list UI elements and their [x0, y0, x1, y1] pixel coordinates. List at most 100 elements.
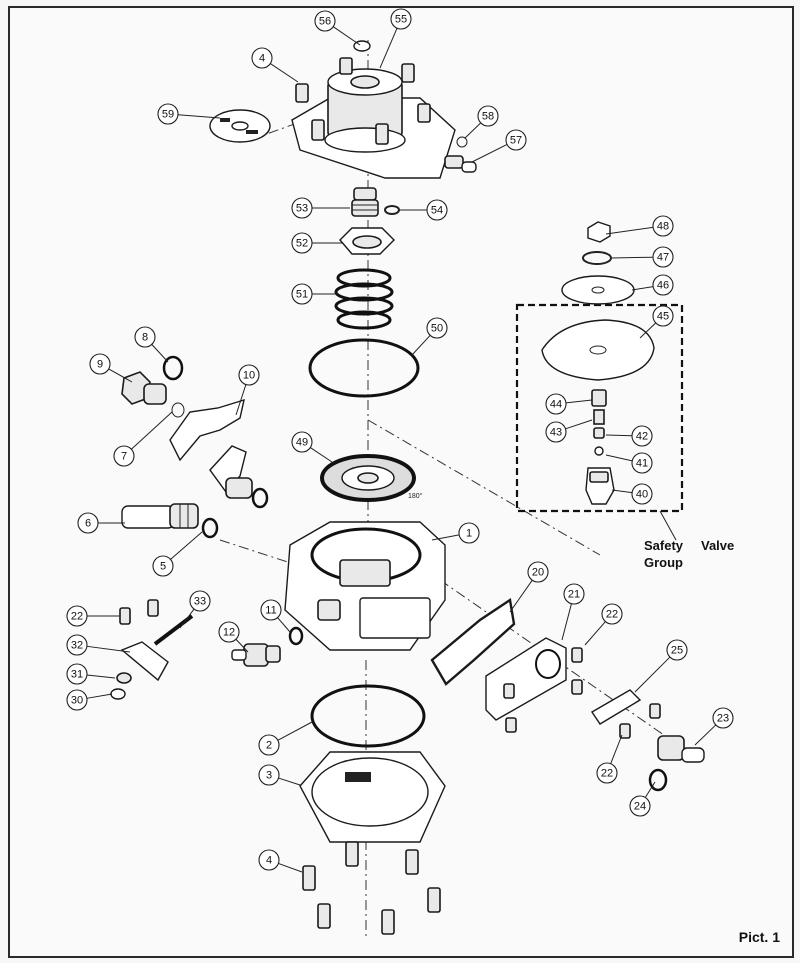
callout-49: 49: [291, 431, 333, 463]
callout-leader: [561, 603, 572, 641]
callout-8: 8: [134, 326, 169, 363]
callout-4: 4: [251, 47, 299, 83]
callout-number: 9: [97, 359, 103, 371]
callout-number: 25: [671, 645, 683, 657]
callout-number: 44: [550, 399, 562, 411]
callout-circle: [631, 425, 653, 447]
callout-24: 24: [629, 781, 656, 817]
callout-circle: [631, 483, 653, 505]
callout-55: 55: [379, 8, 412, 69]
callout-number: 54: [431, 205, 443, 217]
part-10-gasket: [169, 398, 245, 462]
callout-number: 5: [160, 561, 166, 573]
callout-leader: [639, 322, 657, 339]
part-30-washer: [110, 688, 126, 700]
screw-22-flange-c: [571, 647, 583, 663]
callout-leader: [270, 63, 299, 83]
screw-22-flange-d: [571, 679, 583, 695]
part-44-nut: [591, 389, 607, 407]
axis-safety-group: [367, 419, 601, 556]
part-32-bracket: [120, 641, 169, 682]
callout-circle: [258, 734, 280, 756]
callout-leader: [278, 777, 301, 786]
callout-leader: [610, 734, 623, 764]
callout-6: 6: [77, 512, 125, 534]
part-8-seal: [162, 355, 184, 381]
callout-circle: [652, 215, 674, 237]
callout-58: 58: [464, 105, 499, 139]
callout-59: 59: [157, 103, 221, 125]
callout-number: 42: [636, 431, 648, 443]
callout-circle: [601, 603, 623, 625]
callout-33: 33: [179, 590, 211, 629]
callout-3: 3: [258, 764, 301, 786]
callout-number: 20: [532, 567, 544, 579]
callout-9: 9: [89, 353, 133, 383]
callout-43: 43: [545, 419, 593, 443]
part-6-fitting: [121, 503, 199, 529]
callout-leader: [278, 862, 303, 873]
callout-circle: [291, 283, 313, 305]
callout-circle: [134, 326, 156, 348]
safety-label-word-safety: Safety: [644, 538, 684, 553]
callout-20: 20: [509, 561, 549, 613]
callout-leader: [379, 27, 398, 69]
callout-leader: [431, 534, 460, 541]
callout-number: 50: [431, 323, 443, 335]
callout-circle: [260, 599, 282, 621]
callout-leader: [631, 286, 654, 291]
callout-41: 41: [605, 452, 653, 474]
callout-circle: [314, 10, 336, 32]
callout-leader: [277, 721, 313, 741]
callout-leader: [611, 489, 633, 494]
callout-circle: [652, 246, 674, 268]
callout-number: 57: [510, 135, 522, 147]
part-53-fitting: [351, 187, 379, 217]
callout-leader: [170, 531, 203, 560]
callout-leader: [332, 26, 361, 46]
screw-22-lower: [619, 723, 631, 739]
callout-leader: [179, 608, 195, 629]
callout-circle: [157, 103, 179, 125]
callout-leader: [605, 226, 654, 235]
callout-12: 12: [218, 621, 249, 653]
callout-number: 58: [482, 111, 494, 123]
callout-circle: [66, 605, 88, 627]
callout-circle: [66, 663, 88, 685]
part-5-seal: [201, 517, 219, 539]
screws-4-bottom: [302, 841, 441, 935]
part-21-flange: [485, 637, 567, 721]
callout-leader: [565, 419, 593, 430]
part-47-washer: [582, 251, 612, 265]
callout-number: 22: [606, 609, 618, 621]
callout-leader: [611, 256, 654, 259]
callout-44: 44: [545, 393, 593, 415]
callout-circle: [426, 199, 448, 221]
callout-circle: [113, 445, 135, 467]
part-2-o-ring: [310, 684, 426, 748]
callout-circle: [666, 639, 688, 661]
callout-leader: [644, 781, 656, 798]
callout-number: 31: [71, 669, 83, 681]
screw-22-flange-a: [503, 683, 515, 699]
callout-45: 45: [639, 305, 674, 339]
callout-number: 11: [265, 605, 276, 617]
callout-30: 30: [66, 689, 113, 711]
callout-number: 2: [266, 740, 272, 752]
callout-number: 52: [296, 238, 308, 250]
callout-circle: [291, 232, 313, 254]
callout-leader: [565, 399, 593, 404]
callout-54: 54: [398, 199, 448, 221]
callout-circle: [596, 762, 618, 784]
part-3-cover: [299, 751, 446, 843]
callout-number: 6: [85, 518, 91, 530]
part-45-disc: [541, 319, 655, 381]
callout-leader: [471, 144, 508, 163]
callout-circle: [66, 689, 88, 711]
callout-10: 10: [235, 364, 260, 416]
callout-circle: [545, 421, 567, 443]
callout-circle: [458, 522, 480, 544]
safety-label-word-group: Group: [644, 555, 683, 570]
safety-group-leader: [659, 510, 677, 541]
